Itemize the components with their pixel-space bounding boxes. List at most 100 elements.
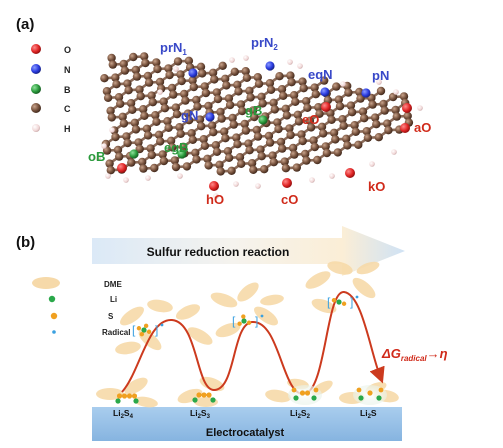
carbon-atom	[140, 111, 149, 121]
left-bracket: [	[327, 295, 331, 309]
carbon-atom	[119, 59, 128, 69]
carbon-atom	[103, 93, 113, 103]
s-atom	[201, 392, 207, 398]
carbon-atom	[372, 120, 381, 129]
label-gb: gB	[245, 103, 262, 118]
carbon-atom	[199, 135, 208, 144]
s-dot-icon	[50, 312, 58, 320]
carbon-atom	[182, 162, 192, 171]
carbon-atom	[379, 99, 388, 109]
carbon-atom	[204, 161, 213, 170]
right-bracket: ]	[155, 323, 158, 337]
carbon-atom	[384, 126, 393, 135]
carbon-atom	[204, 101, 213, 111]
carbon-atom	[193, 102, 202, 111]
dme-molecule	[215, 322, 241, 338]
sulfur-reduction-label: Sulfur reduction reaction	[147, 245, 290, 259]
hydrogen-atom	[233, 181, 239, 187]
carbon-atom	[160, 104, 170, 113]
carbon-atom	[392, 112, 401, 121]
carbon-atom	[275, 72, 284, 81]
legend-b-label: B	[64, 85, 71, 95]
carbon-atom	[135, 144, 144, 154]
radical-dot	[160, 323, 164, 327]
carbon-atom	[119, 119, 129, 128]
carbon-atom	[132, 72, 142, 81]
label-co: cO	[281, 192, 298, 207]
s-atom	[196, 392, 202, 398]
carbon-atom	[120, 66, 130, 75]
carbon-atom	[268, 151, 277, 160]
carbon-atom	[256, 145, 265, 154]
carbon-atom	[165, 70, 174, 80]
carbon-atom	[118, 112, 127, 122]
panel-b-legend: DME Li S Radical	[32, 277, 130, 337]
carbon-atom	[180, 89, 189, 99]
species-li2s2: Li2S2	[290, 408, 311, 420]
carbon-atom	[158, 150, 167, 159]
carbon-atom	[335, 102, 345, 111]
label-gn: gN	[181, 108, 198, 123]
carbon-atom	[278, 144, 287, 153]
carbon-atom	[293, 110, 302, 120]
hydrogen-atom	[109, 127, 115, 133]
label-ko: kO	[368, 179, 385, 194]
hydrogen-atom	[297, 63, 303, 69]
dme-molecule	[115, 341, 141, 355]
carbon-atom	[192, 95, 201, 105]
label-ho: hO	[206, 192, 224, 207]
carbon-atom	[273, 118, 282, 127]
carbon-atom	[298, 136, 307, 146]
electrocatalyst-slab	[92, 407, 402, 441]
carbon-atom	[116, 99, 125, 109]
hydrogen-atom	[213, 193, 219, 199]
carbon-atom	[127, 158, 136, 167]
carbon-atom	[224, 153, 234, 162]
carbon-atom	[232, 133, 241, 142]
carbon-atom	[249, 165, 258, 174]
carbon-atom	[154, 130, 164, 139]
s-atom	[206, 392, 212, 398]
label-eo: eO	[302, 112, 319, 127]
dme-molecule	[352, 277, 376, 299]
carbon-atom	[122, 132, 131, 141]
hydrogen-atom	[157, 89, 163, 95]
li-atom	[115, 398, 121, 404]
legend-dme-label: DME	[104, 280, 122, 289]
carbon-atom	[212, 88, 221, 97]
carbon-atom	[147, 91, 156, 100]
carbon-atom	[213, 94, 223, 104]
carbon-atom	[224, 94, 234, 103]
carbon-atom	[198, 69, 207, 78]
radical-dot	[260, 314, 264, 318]
carbon-atom	[346, 101, 356, 110]
carbon-atom	[298, 77, 307, 86]
dme-molecule	[134, 396, 158, 408]
carbon-atom	[131, 65, 140, 75]
s-atom	[291, 387, 297, 393]
dme-molecule	[311, 298, 337, 314]
dme-molecule	[260, 294, 284, 306]
energy-profile-curve	[121, 290, 385, 396]
carbon-atom	[240, 119, 249, 129]
carbon-atom	[317, 122, 327, 131]
carbon-atom	[310, 142, 319, 152]
carbon-atom	[197, 122, 206, 131]
carbon-atom	[297, 130, 306, 139]
carbon-atom	[123, 138, 132, 148]
s-atom	[341, 301, 347, 306]
carbon-atom	[139, 105, 148, 114]
carbon-atom	[187, 129, 196, 138]
delta-g-equation: ΔGradical→η	[381, 346, 448, 363]
hydrogen-atom	[173, 66, 179, 72]
carbon-atom	[334, 95, 343, 104]
carbon-atom	[358, 107, 368, 116]
carbon-atom	[355, 87, 364, 97]
carbon-atom	[321, 142, 330, 151]
carbon-atom	[314, 103, 323, 112]
carbon-atom	[216, 107, 225, 117]
left-bracket: [	[232, 314, 236, 328]
carbon-atom	[343, 141, 352, 150]
carbon-atom	[215, 160, 224, 169]
radical-intermediates: [][][]	[132, 295, 359, 337]
